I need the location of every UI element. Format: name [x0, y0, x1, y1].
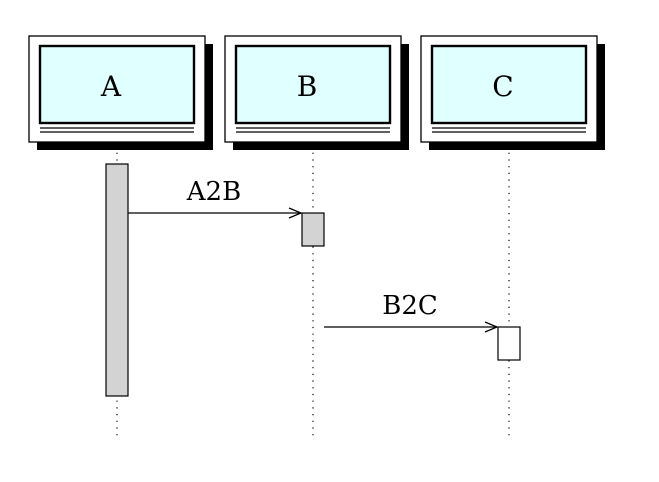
actor-b-inner-box: [234, 44, 392, 125]
actor-c: C: [420, 35, 605, 150]
activation-a: [105, 163, 129, 397]
actor-b-label: B: [297, 70, 318, 103]
message-a2b-label: A2B: [186, 177, 241, 207]
activation-b: [301, 212, 325, 247]
message-b2c: B2C: [324, 291, 497, 327]
actor-b: B: [224, 35, 409, 150]
actor-c-inner-box: [430, 44, 588, 125]
actor-c-label: C: [492, 70, 513, 103]
message-b2c-label: B2C: [382, 291, 438, 321]
activation-c: [497, 326, 521, 361]
message-a2b: A2B: [128, 177, 301, 213]
actor-a-label: A: [100, 70, 122, 103]
actor-a-inner-box: [38, 44, 196, 125]
actor-a: A: [28, 35, 213, 150]
